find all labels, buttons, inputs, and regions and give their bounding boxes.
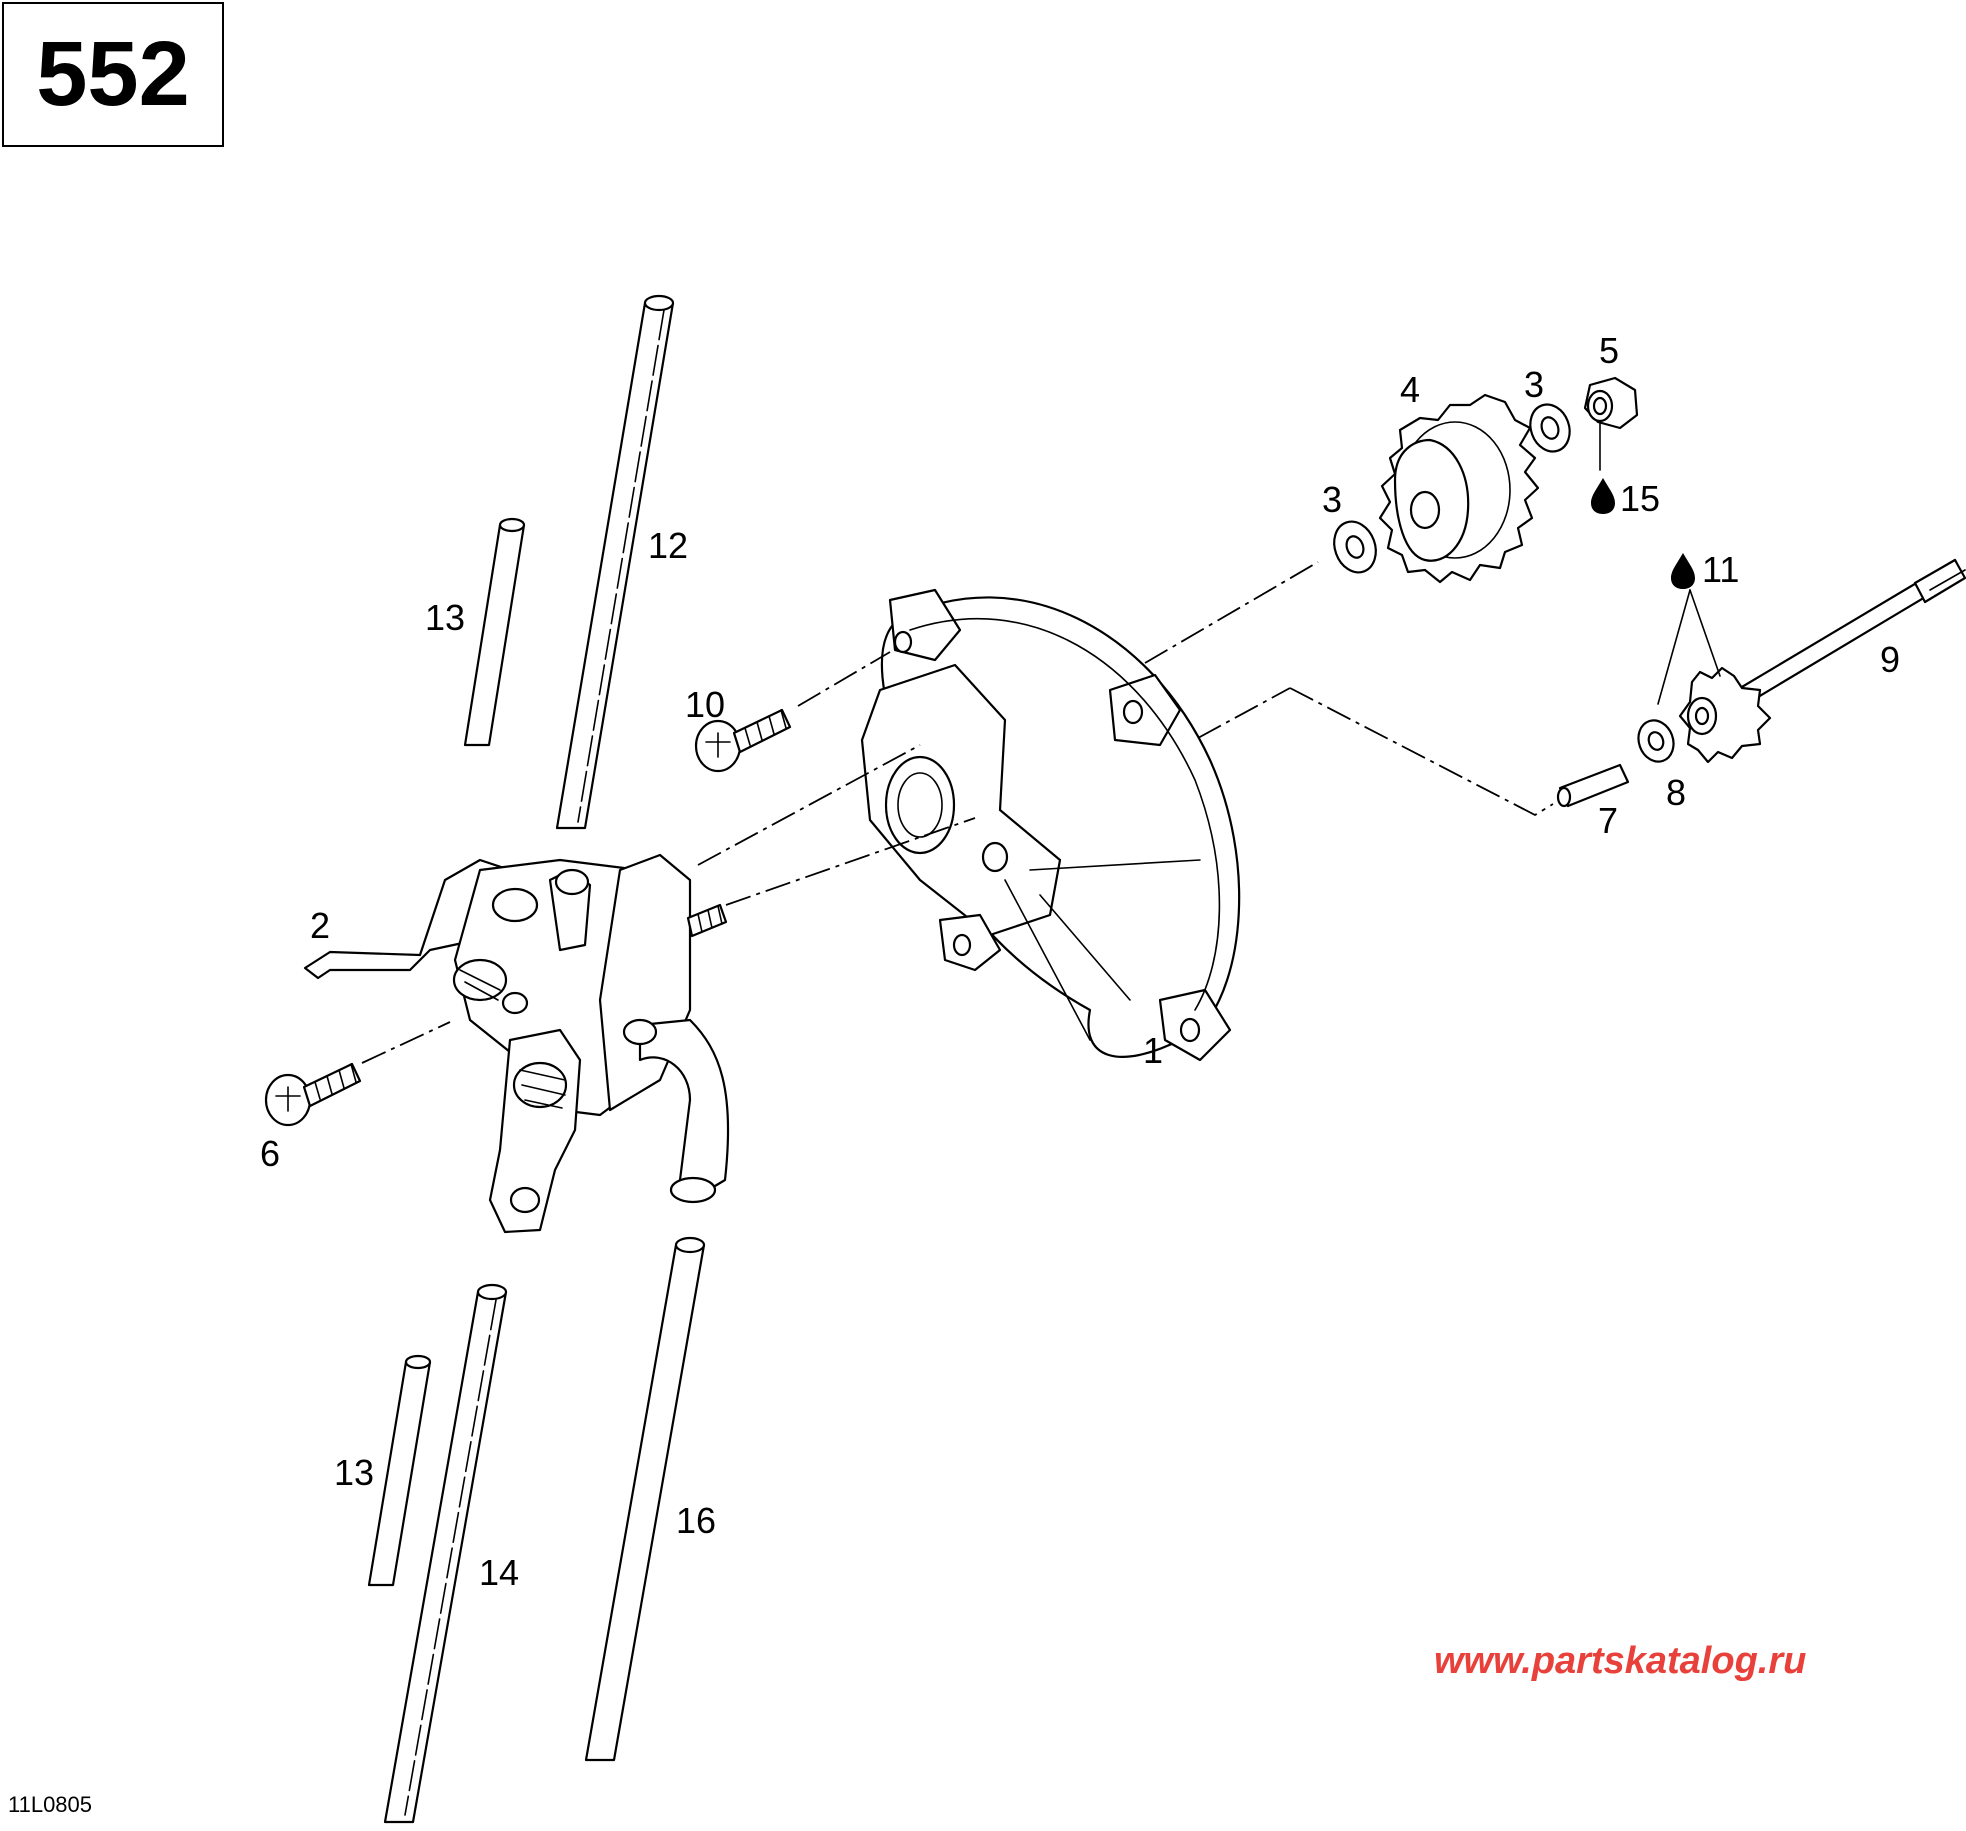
callout-6: 6 bbox=[260, 1133, 280, 1174]
tube-14 bbox=[383, 1283, 508, 1824]
callout-11: 11 bbox=[1702, 549, 1739, 590]
callout-2: 2 bbox=[310, 905, 330, 946]
pinion-gear bbox=[1678, 666, 1772, 764]
tube-13-lower bbox=[367, 1354, 432, 1587]
washer-3-upper bbox=[1529, 403, 1571, 453]
page-number-box: 552 bbox=[2, 2, 224, 147]
leader-lines bbox=[361, 421, 1721, 1064]
shaft-9 bbox=[1718, 558, 1966, 717]
nut-5 bbox=[1583, 376, 1639, 430]
callout-12: 12 bbox=[648, 525, 688, 566]
washer-8 bbox=[1637, 719, 1675, 763]
callout-16: 16 bbox=[676, 1500, 716, 1541]
callout-15: 15 bbox=[1620, 478, 1660, 519]
screw-10 bbox=[694, 708, 792, 773]
callout-9: 9 bbox=[1880, 639, 1900, 680]
callout-3-upper: 3 bbox=[1524, 364, 1544, 405]
callout-10: 10 bbox=[685, 684, 725, 725]
watermark: www.partskatalog.ru bbox=[1434, 1640, 1807, 1682]
page-number: 552 bbox=[36, 23, 190, 125]
oil-drop-icon bbox=[1591, 478, 1615, 514]
tube-13-upper bbox=[463, 517, 526, 747]
washer-3-lower bbox=[1333, 520, 1377, 574]
callout-8: 8 bbox=[1666, 772, 1686, 813]
callout-13-upper: 13 bbox=[425, 597, 465, 638]
callout-4: 4 bbox=[1400, 369, 1420, 410]
oil-pump-body-2 bbox=[303, 853, 730, 1234]
tube-16 bbox=[584, 1236, 706, 1762]
callout-14: 14 bbox=[479, 1552, 519, 1593]
gear-4 bbox=[1378, 393, 1540, 584]
callout-5: 5 bbox=[1599, 330, 1619, 371]
oil-drop-icon bbox=[1671, 553, 1695, 589]
screw-6 bbox=[264, 1062, 362, 1127]
callout-3-lower: 3 bbox=[1322, 479, 1342, 520]
callout-13-lower: 13 bbox=[334, 1452, 374, 1493]
pump-stud bbox=[686, 903, 728, 938]
callout-7: 7 bbox=[1598, 800, 1618, 841]
oil-pump-cover-1 bbox=[860, 588, 1241, 1062]
callout-1: 1 bbox=[1143, 1030, 1163, 1071]
tube-12 bbox=[555, 294, 675, 830]
pin-7 bbox=[1556, 763, 1630, 808]
figure-code: 11L0805 bbox=[8, 1792, 93, 1817]
